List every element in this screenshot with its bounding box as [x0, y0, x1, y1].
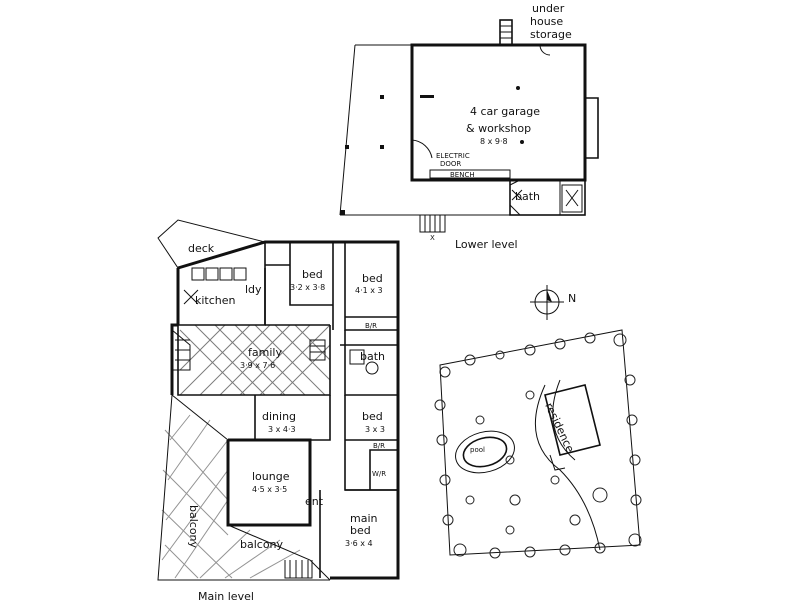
- laundry-label: ldy: [245, 283, 262, 296]
- bed2-label: bed: [362, 272, 383, 285]
- pool: pool: [455, 430, 515, 474]
- main-level-title: Main level: [198, 590, 254, 600]
- residence-building: residence: [542, 384, 601, 471]
- north-label: N: [568, 292, 576, 305]
- lounge-label: lounge: [252, 470, 290, 483]
- garage-label: 4 car garage: [470, 105, 540, 118]
- pool-label: pool: [470, 446, 485, 454]
- electric-door-label-1: ELECTRIC: [436, 152, 470, 160]
- under-house-label-1: under: [532, 2, 565, 15]
- br2-label: B/R: [373, 442, 385, 450]
- bath-label: bath: [360, 350, 385, 363]
- main-bed-label-1: main: [350, 512, 378, 525]
- entry-label: ent: [305, 495, 324, 508]
- electric-door-label-2: DOOR: [440, 160, 461, 168]
- svg-text:X: X: [430, 234, 435, 242]
- residence-label: residence: [542, 401, 576, 455]
- lounge-dimensions: 4·5 x 3·5: [252, 485, 287, 494]
- bed1-label: bed: [302, 268, 323, 281]
- dining-label: dining: [262, 410, 296, 423]
- lower-level-title: Lower level: [455, 238, 518, 251]
- dining-dimensions: 3 x 4·3: [268, 425, 296, 434]
- br1-label: B/R: [365, 322, 377, 330]
- wr-label: W/R: [372, 470, 386, 478]
- bench-label: BENCH: [450, 171, 475, 179]
- kitchen-label: kitchen: [195, 294, 236, 307]
- bed3-dimensions: 3 x 3: [365, 425, 385, 434]
- bed1-dimensions: 3·2 x 3·8: [290, 283, 325, 292]
- main-bed-label-2: bed: [350, 524, 371, 537]
- site-plan: N residence pool: [434, 285, 642, 559]
- bed3-label: bed: [362, 410, 383, 423]
- bed2-dimensions: 4·1 x 3: [355, 286, 383, 295]
- main-bed-dimensions: 3·6 x 4: [345, 539, 373, 548]
- deck-label: deck: [188, 242, 215, 255]
- family-dimensions: 3·9 x 7·6: [240, 361, 275, 370]
- balcony-bottom-label: balcony: [240, 538, 284, 551]
- garage-dimensions: 8 x 9·8: [480, 137, 508, 146]
- balcony-left-label: balcony: [187, 505, 200, 549]
- under-house-label-2: house: [530, 15, 563, 28]
- lower-bath-label: bath: [515, 190, 540, 203]
- main-level-plan: deck kitchen ldy bed 3·2 x 3·8 bed 4·1 x…: [157, 219, 400, 600]
- north-arrow-icon: [530, 285, 564, 320]
- workshop-label: & workshop: [466, 122, 531, 135]
- under-house-label-3: storage: [530, 28, 572, 41]
- lower-level-plan: X under house storage 4 car garage & wor…: [339, 2, 599, 251]
- family-label: family: [248, 346, 282, 359]
